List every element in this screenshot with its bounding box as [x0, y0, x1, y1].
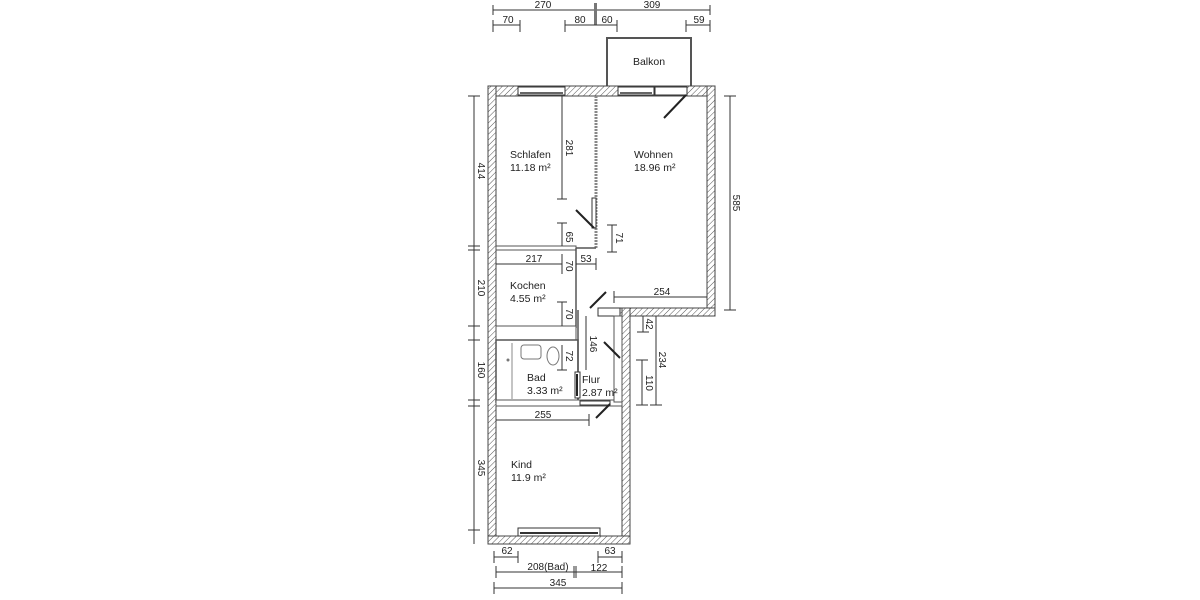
outer-walls — [487, 85, 716, 545]
room-area-kochen: 4.55 m² — [510, 293, 546, 305]
dim-top-60: 60 — [601, 15, 613, 26]
room-area-flur: 2.87 m² — [582, 387, 618, 399]
door-schlafen — [591, 197, 597, 229]
room-label-bad: Bad — [527, 372, 546, 384]
internal-dimensions: 281 65 71 217 70 53 70 254 42 146 — [496, 96, 707, 426]
bottom-dimensions: 62 63 208(Bad) 122 345 — [493, 546, 623, 594]
door-kind-swing — [595, 403, 611, 419]
dim-top-309: 309 — [644, 0, 661, 11]
door-flur-swing — [603, 341, 621, 359]
room-area-kind: 11.9 m² — [511, 472, 546, 484]
toilet-icon — [546, 346, 560, 366]
door-schlafen-swing — [575, 209, 595, 229]
dim-234: 234 — [656, 352, 667, 369]
room-area-schlafen: 11.18 m² — [510, 162, 551, 174]
dim-62: 62 — [501, 546, 513, 557]
dim-left-345: 345 — [475, 460, 486, 477]
dim-217: 217 — [526, 254, 543, 265]
dim-top-59: 59 — [693, 15, 705, 26]
dim-top-70: 70 — [502, 15, 514, 26]
room-label-wohnen: Wohnen — [634, 149, 673, 161]
window-schlafen — [517, 86, 566, 96]
room-balkon: Balkon — [606, 37, 692, 89]
dim-110: 110 — [643, 375, 654, 391]
balcony-door — [654, 86, 688, 96]
dim-left-210: 210 — [475, 280, 486, 297]
room-area-bad: 3.33 m² — [527, 385, 563, 397]
dim-53: 53 — [580, 254, 592, 265]
dim-345-bottom: 345 — [550, 578, 567, 589]
room-label-kochen: Kochen — [510, 280, 546, 292]
dim-255: 255 — [535, 410, 552, 421]
dim-left-414: 414 — [475, 163, 486, 180]
dim-70b: 70 — [563, 308, 574, 320]
window-wohnen — [617, 86, 655, 96]
dim-281: 281 — [563, 140, 574, 157]
room-labels: Schlafen 11.18 m² Wohnen 18.96 m² Kochen… — [510, 149, 676, 484]
dim-42: 42 — [643, 318, 654, 330]
interior-walls — [495, 96, 623, 407]
room-label-schlafen: Schlafen — [510, 149, 551, 161]
dim-208-bad: 208(Bad) — [527, 562, 568, 573]
dim-65: 65 — [563, 231, 574, 243]
balcony-door-swing — [663, 94, 687, 119]
door-kochen-swing — [589, 291, 607, 309]
dim-63: 63 — [604, 546, 616, 557]
dim-right-585: 585 — [730, 195, 741, 212]
left-dimensions: 414 210 160 345 — [468, 95, 486, 544]
room-area-wohnen: 18.96 m² — [634, 162, 676, 174]
drain-icon — [506, 358, 510, 362]
top-dimensions: 270 309 70 80 60 59 — [492, 0, 711, 32]
dim-146: 146 — [587, 336, 598, 353]
room-label-kind: Kind — [511, 459, 532, 471]
dim-top-80: 80 — [574, 15, 586, 26]
bathroom-fixtures — [506, 343, 560, 399]
dim-71: 71 — [613, 232, 624, 244]
dim-122: 122 — [591, 563, 608, 574]
dim-72: 72 — [563, 350, 574, 362]
room-label-flur: Flur — [582, 374, 601, 386]
room-label-balkon: Balkon — [633, 56, 665, 68]
dim-254: 254 — [654, 287, 671, 298]
dim-70a: 70 — [563, 260, 574, 272]
dim-top-270: 270 — [535, 0, 552, 11]
door-kind — [579, 400, 611, 406]
right-dimensions: 585 — [724, 95, 741, 311]
dim-left-160: 160 — [475, 362, 486, 379]
sink-icon — [520, 344, 542, 360]
